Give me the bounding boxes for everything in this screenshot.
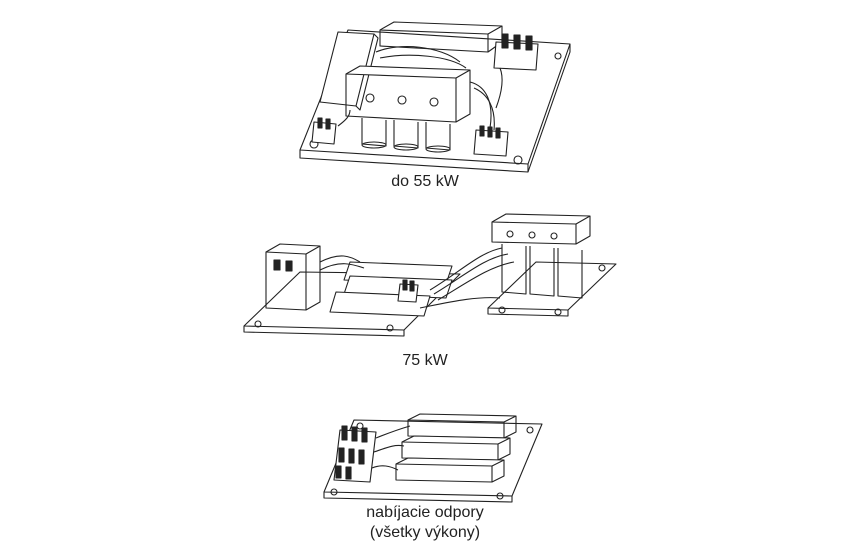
figure-drawing-75kw xyxy=(240,212,620,342)
caption-line: 75 kW xyxy=(402,352,448,369)
figure-drawing-55kw xyxy=(290,12,580,172)
figure-drawing-charging-resistors xyxy=(320,412,550,502)
caption-line: (všetky výkony) xyxy=(369,524,481,541)
caption-55kw: do 55 kW xyxy=(325,172,525,192)
caption-line: do 55 kW xyxy=(391,173,459,190)
caption-75kw: 75 kW xyxy=(325,351,525,371)
caption-charging-resistors: nabíjacie odpory (všetky výkony) xyxy=(325,503,525,543)
caption-line: nabíjacie odpory xyxy=(366,504,484,521)
